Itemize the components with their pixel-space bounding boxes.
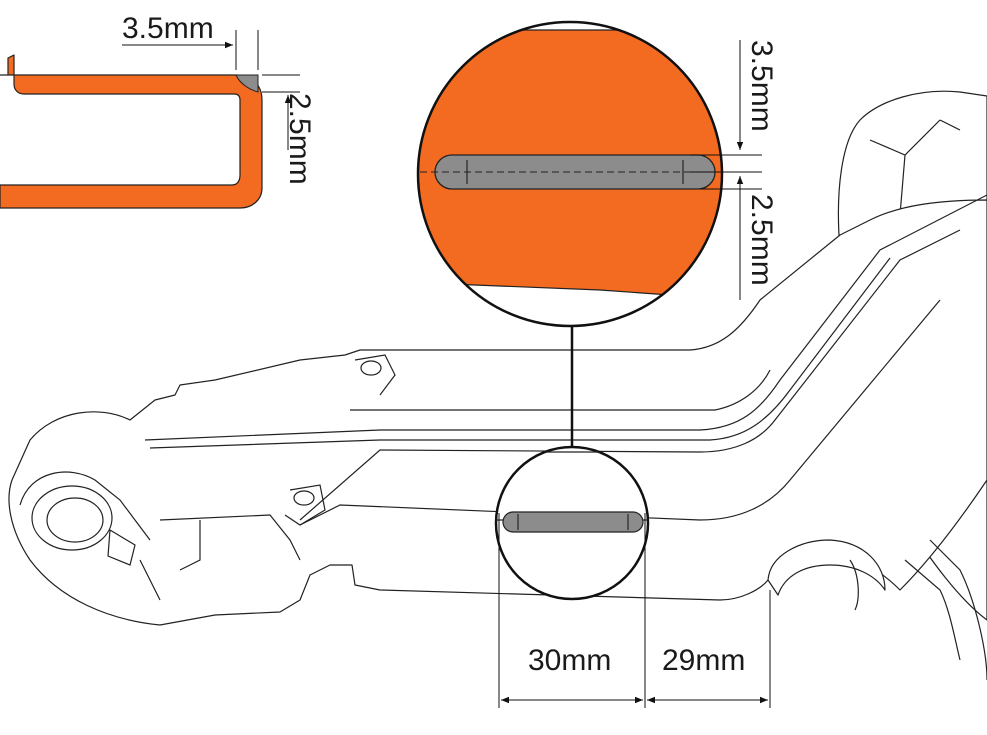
zoom-dimensions xyxy=(690,40,762,300)
cross-section xyxy=(0,30,300,209)
zoom-circle xyxy=(416,20,724,328)
weld-length-label: 30mm xyxy=(528,644,611,677)
section-depth-label: 2.5mm xyxy=(283,93,316,185)
weld-slot xyxy=(502,511,644,533)
zoom-width-label: 3.5mm xyxy=(745,40,778,132)
section-width-label: 3.5mm xyxy=(122,12,214,45)
length-dimensions xyxy=(498,513,771,708)
weld-bead xyxy=(235,74,259,93)
weld-offset-label: 29mm xyxy=(662,644,745,677)
bracket-part xyxy=(8,90,987,681)
zoom-depth-label: 2.5mm xyxy=(745,194,778,286)
